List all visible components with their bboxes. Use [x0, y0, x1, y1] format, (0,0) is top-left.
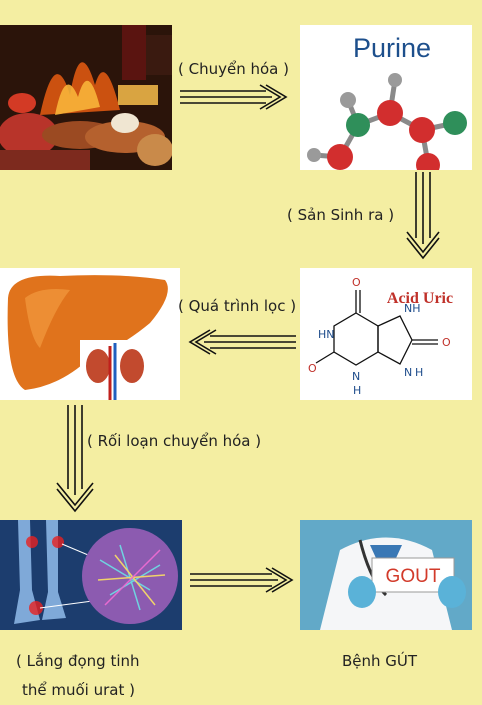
- arrow-down-left: [53, 405, 97, 517]
- atom-n-right: N: [404, 366, 412, 379]
- label-lang-dong-line1: ( Lắng đọng tinh: [16, 652, 140, 670]
- atom-o-right: O: [442, 336, 451, 349]
- acid-uric-title: Acid Uric: [387, 290, 453, 307]
- liver-kidney-image: [0, 268, 180, 400]
- atom-o-left: O: [308, 362, 317, 375]
- arrow-right-top: [180, 83, 292, 111]
- atom-hn-left: HN: [318, 328, 335, 341]
- label-roi-loan: ( Rối loạn chuyển hóa ): [87, 432, 262, 450]
- arrow-right-bottom: [190, 566, 298, 594]
- arrow-down-right: [403, 172, 443, 264]
- atom-h-right: H: [415, 366, 423, 379]
- atom-o-top: O: [352, 276, 361, 289]
- label-san-sinh: ( Sản Sinh ra ): [287, 206, 395, 224]
- atom-h-bottom: H: [353, 384, 361, 397]
- label-qua-trinh-loc: ( Quá trình lọc ): [178, 297, 297, 315]
- arrow-left-middle: [184, 328, 296, 356]
- urate-crystal-image: [0, 520, 182, 630]
- label-lang-dong-line2: thể muối urat ): [22, 681, 135, 699]
- label-chuyen-hoa: ( Chuyển hóa ): [178, 60, 289, 78]
- food-image: [0, 25, 172, 170]
- gout-sign-text: GOUT: [386, 566, 441, 587]
- purine-image: Purine: [300, 25, 472, 170]
- atom-n-bottom: N: [352, 370, 360, 383]
- atom-nh-top: NH: [404, 302, 421, 315]
- acid-uric-image: Acid Uric O HN NH O N H N H O: [300, 268, 472, 400]
- doctor-gout-image: GOUT: [300, 520, 472, 630]
- purine-title: Purine: [353, 33, 431, 63]
- label-benh-gut: Bệnh GÚT: [342, 652, 418, 670]
